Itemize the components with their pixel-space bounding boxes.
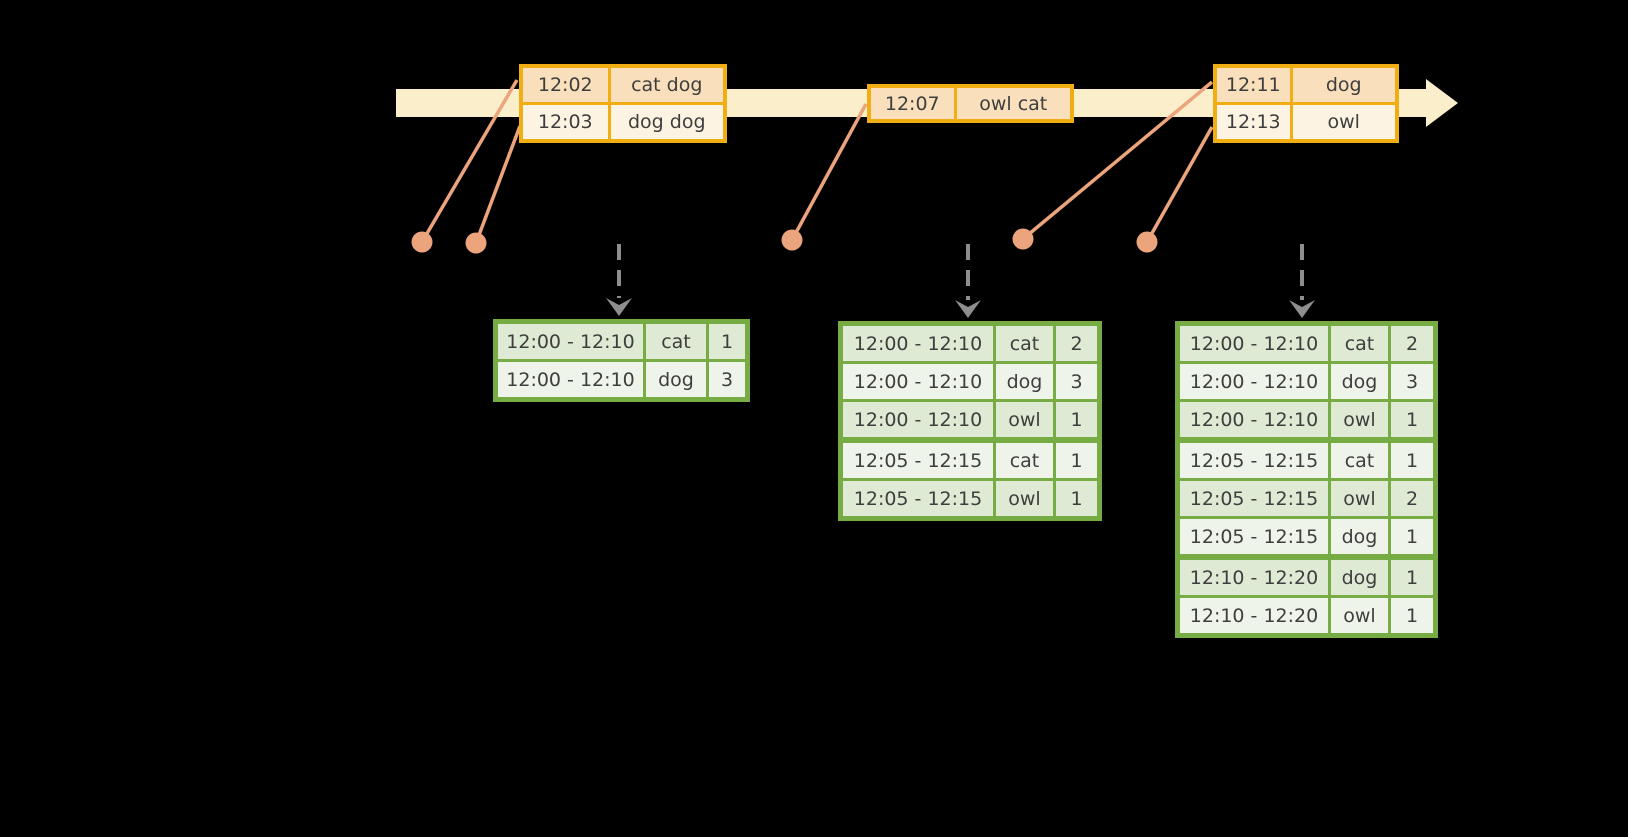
result-row: 12:10 - 12:20 owl 1 bbox=[1176, 595, 1437, 637]
result-table-1: 12:00 - 12:10 cat 1 12:00 - 12:10 dog 3 bbox=[493, 319, 750, 402]
result-word: cat bbox=[643, 320, 709, 362]
result-count: 1 bbox=[1388, 554, 1437, 598]
result-row: 12:00 - 12:10 owl 1 bbox=[839, 399, 1101, 442]
result-word: owl bbox=[993, 478, 1056, 520]
connector-line bbox=[420, 79, 519, 243]
result-row: 12:05 - 12:15 dog 1 bbox=[1176, 516, 1437, 559]
event-words: owl cat bbox=[953, 84, 1074, 123]
timeline-arrowhead-icon bbox=[1426, 79, 1458, 127]
result-count: 3 bbox=[1053, 361, 1101, 402]
event-table-2: 12:07 owl cat bbox=[867, 84, 1074, 123]
result-window: 12:00 - 12:10 bbox=[839, 322, 996, 364]
result-word: owl bbox=[1328, 595, 1391, 637]
result-window: 12:05 - 12:15 bbox=[1176, 437, 1331, 481]
result-row: 12:00 - 12:10 cat 2 bbox=[1176, 322, 1437, 364]
connector-line bbox=[474, 125, 522, 244]
result-word: cat bbox=[993, 322, 1056, 364]
result-row: 12:00 - 12:10 cat 1 bbox=[494, 320, 749, 362]
event-row: 12:07 owl cat bbox=[867, 84, 1074, 123]
result-window: 12:10 - 12:20 bbox=[1176, 595, 1331, 637]
event-time: 12:02 bbox=[519, 64, 611, 105]
result-count: 2 bbox=[1053, 322, 1101, 364]
event-dot-icon bbox=[781, 229, 803, 251]
event-row: 12:13 owl bbox=[1213, 102, 1399, 143]
result-row: 12:00 - 12:10 dog 3 bbox=[494, 359, 749, 401]
event-words: cat dog bbox=[607, 64, 727, 105]
result-row: 12:05 - 12:15 cat 1 bbox=[1176, 437, 1437, 481]
event-words: dog bbox=[1289, 64, 1399, 105]
result-window: 12:05 - 12:15 bbox=[1176, 478, 1331, 519]
result-word: cat bbox=[1328, 437, 1391, 481]
event-row: 12:03 dog dog bbox=[519, 102, 727, 143]
result-window: 12:00 - 12:10 bbox=[1176, 399, 1331, 442]
result-window: 12:10 - 12:20 bbox=[1176, 554, 1331, 598]
connector-lines bbox=[420, 79, 1214, 244]
result-word: dog bbox=[1328, 361, 1391, 402]
result-window: 12:05 - 12:15 bbox=[839, 478, 996, 520]
result-word: cat bbox=[993, 437, 1056, 481]
result-window: 12:05 - 12:15 bbox=[1176, 516, 1331, 559]
event-row: 12:02 cat dog bbox=[519, 64, 727, 105]
result-window: 12:00 - 12:10 bbox=[1176, 361, 1331, 402]
result-count: 1 bbox=[706, 320, 749, 362]
result-row: 12:05 - 12:15 owl 1 bbox=[839, 478, 1101, 520]
trigger-arrow-head-icon bbox=[1289, 300, 1315, 318]
result-count: 1 bbox=[1388, 437, 1437, 481]
result-count: 1 bbox=[1388, 595, 1437, 637]
result-table-3: 12:00 - 12:10 cat 2 12:00 - 12:10 dog 3 … bbox=[1175, 321, 1438, 638]
result-word: dog bbox=[1328, 554, 1391, 598]
result-count: 1 bbox=[1053, 437, 1101, 481]
result-window: 12:05 - 12:15 bbox=[839, 437, 996, 481]
event-time: 12:11 bbox=[1213, 64, 1293, 105]
result-word: cat bbox=[1328, 322, 1391, 364]
event-table-1: 12:02 cat dog 12:03 dog dog bbox=[519, 64, 727, 143]
event-row: 12:11 dog bbox=[1213, 64, 1399, 105]
event-time: 12:03 bbox=[519, 102, 611, 143]
result-window: 12:00 - 12:10 bbox=[1176, 322, 1331, 364]
result-count: 1 bbox=[1388, 516, 1437, 559]
event-dot-icon bbox=[465, 232, 487, 254]
event-dot-icon bbox=[1012, 228, 1034, 250]
result-row: 12:05 - 12:15 owl 2 bbox=[1176, 478, 1437, 519]
event-words: owl bbox=[1289, 102, 1399, 143]
result-count: 1 bbox=[1388, 399, 1437, 442]
result-count: 1 bbox=[1053, 478, 1101, 520]
result-row: 12:00 - 12:10 owl 1 bbox=[1176, 399, 1437, 442]
event-dot-icon bbox=[1136, 231, 1158, 253]
event-words: dog dog bbox=[607, 102, 727, 143]
result-row: 12:00 - 12:10 dog 3 bbox=[1176, 361, 1437, 402]
event-time: 12:13 bbox=[1213, 102, 1293, 143]
result-word: dog bbox=[1328, 516, 1391, 559]
result-window: 12:00 - 12:10 bbox=[839, 399, 996, 442]
result-count: 2 bbox=[1388, 322, 1437, 364]
result-word: dog bbox=[993, 361, 1056, 402]
result-word: owl bbox=[1328, 478, 1391, 519]
event-dot-icon bbox=[411, 231, 433, 253]
result-row: 12:00 - 12:10 dog 3 bbox=[839, 361, 1101, 402]
event-dots bbox=[411, 228, 1158, 254]
result-word: dog bbox=[643, 359, 709, 401]
result-word: owl bbox=[1328, 399, 1391, 442]
result-count: 3 bbox=[706, 359, 749, 401]
trigger-arrows bbox=[606, 244, 1315, 318]
event-time: 12:07 bbox=[867, 84, 957, 123]
result-window: 12:00 - 12:10 bbox=[839, 361, 996, 402]
trigger-arrow-head-icon bbox=[606, 298, 632, 316]
result-word: owl bbox=[993, 399, 1056, 442]
connector-line bbox=[790, 103, 868, 241]
event-table-3: 12:11 dog 12:13 owl bbox=[1213, 64, 1399, 143]
result-row: 12:00 - 12:10 cat 2 bbox=[839, 322, 1101, 364]
result-row: 12:10 - 12:20 dog 1 bbox=[1176, 554, 1437, 598]
result-count: 1 bbox=[1053, 399, 1101, 442]
trigger-arrow-head-icon bbox=[955, 300, 981, 318]
result-window: 12:00 - 12:10 bbox=[494, 359, 646, 401]
connector-line bbox=[1021, 80, 1214, 241]
result-row: 12:05 - 12:15 cat 1 bbox=[839, 437, 1101, 481]
result-count: 3 bbox=[1388, 361, 1437, 402]
result-table-2: 12:00 - 12:10 cat 2 12:00 - 12:10 dog 3 … bbox=[838, 321, 1102, 521]
result-count: 2 bbox=[1388, 478, 1437, 519]
connector-line bbox=[1145, 126, 1214, 243]
result-window: 12:00 - 12:10 bbox=[494, 320, 646, 362]
